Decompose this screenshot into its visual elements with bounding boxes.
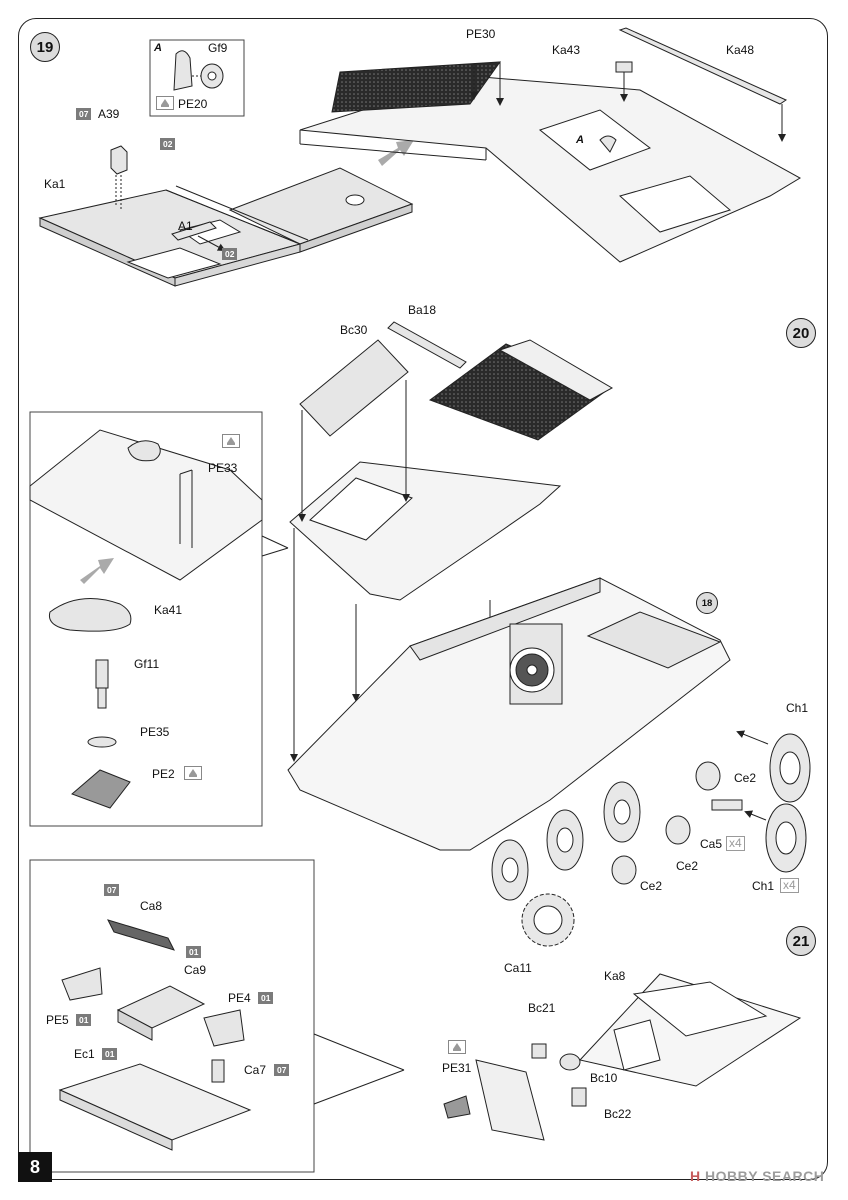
label-ec1: Ec1 [74, 1047, 95, 1061]
colour-tag-pe4: 01 [258, 992, 274, 1004]
part-ch1-top [769, 733, 811, 803]
part-a1 [171, 221, 217, 241]
label-gf11: Gf11 [134, 657, 160, 671]
step-number-19: 19 [30, 32, 60, 62]
part-gf11 [95, 659, 109, 709]
label-ca11: Ca11 [504, 961, 532, 975]
label-pe35: PE35 [140, 725, 170, 739]
part-ec1 [58, 1063, 252, 1151]
part-ca11-sprocket [521, 893, 575, 947]
part-ka43 [615, 61, 633, 73]
part-ka8 [579, 973, 802, 1087]
part-pe4 [203, 1009, 245, 1047]
label-a39: A39 [98, 107, 120, 121]
part-bc21 [531, 1043, 547, 1059]
label-bc30: Bc30 [340, 323, 368, 337]
part-ce2-top [695, 761, 721, 791]
part-ch1-bottom [765, 803, 807, 873]
road-wheel-assembly-1 [603, 781, 641, 843]
page-frame [18, 18, 828, 1180]
part-ca7 [211, 1059, 225, 1083]
step20-deck [289, 339, 614, 601]
label-ch1-bottom: Ch1 [752, 879, 775, 893]
label-pe31: PE31 [442, 1061, 472, 1075]
part-gf9-pe20 [173, 50, 224, 91]
label-ca7: Ca7 [244, 1063, 267, 1077]
photo-etch-icon [222, 434, 240, 448]
colour-tag-ca8: 07 [104, 884, 120, 896]
label-pe33: PE33 [208, 461, 238, 475]
label-pe20: PE20 [178, 97, 208, 111]
part-pe5 [61, 967, 103, 1001]
colour-tag-ca9: 01 [186, 946, 202, 958]
label-bc21: Bc21 [528, 1001, 556, 1015]
colour-tag-rail: 02 [160, 138, 176, 150]
photo-etch-icon [184, 766, 202, 780]
watermark-text: HOBBY SEARCH [705, 1168, 825, 1184]
label-bc10: Bc10 [590, 1071, 618, 1085]
part-ce2-low [611, 855, 637, 885]
label-ce2-mid: Ce2 [676, 859, 699, 873]
label-ka1: Ka1 [44, 177, 66, 191]
inset-deck [29, 429, 263, 581]
label-pe5: PE5 [46, 1013, 69, 1027]
quantity-ch1: x4 [780, 878, 799, 893]
part-pe33 [179, 469, 193, 548]
part-ce2-mid [665, 815, 691, 845]
label-ka8: Ka8 [604, 969, 626, 983]
part-ka1-plate [38, 167, 414, 287]
colour-tag-ca7: 07 [274, 1064, 290, 1076]
colour-tag-ec1: 01 [102, 1048, 118, 1060]
colour-tag-a1: 02 [222, 248, 238, 260]
label-pe30: PE30 [466, 27, 496, 41]
label-a1: A1 [178, 219, 193, 233]
label-ka43: Ka43 [552, 43, 581, 57]
road-wheel-assembly-2 [546, 809, 584, 871]
part-ca9 [116, 985, 206, 1041]
detail-letter-a: A [154, 42, 162, 54]
label-ce2-low: Ce2 [640, 879, 663, 893]
step-number-21: 21 [786, 926, 816, 956]
part-ca8 [107, 919, 175, 951]
part-bc22 [571, 1087, 587, 1107]
step20-hull [287, 577, 731, 851]
part-pe31 [443, 1059, 545, 1141]
photo-etch-icon [156, 96, 174, 110]
part-pe2 [71, 769, 131, 809]
part-a39 [110, 145, 128, 210]
sub-assembly-ref-18: 18 [696, 592, 718, 614]
label-ba18: Ba18 [408, 303, 437, 317]
label-gf9: Gf9 [208, 41, 228, 55]
watermark-brand-mark: H [690, 1168, 701, 1184]
part-ca5 [711, 799, 743, 811]
step-number-20: 20 [786, 318, 816, 348]
part-pe35 [87, 736, 117, 748]
watermark: H HOBBY SEARCH [690, 1168, 824, 1184]
part-ka48 [618, 27, 788, 105]
label-ca5: Ca5 [700, 837, 723, 851]
colour-tag-a39: 07 [76, 108, 92, 120]
label-ka41: Ka41 [154, 603, 183, 617]
label-ca8: Ca8 [140, 899, 163, 913]
part-bc30 [299, 339, 409, 437]
label-ka48: Ka48 [726, 43, 755, 57]
part-ka41 [48, 440, 161, 632]
label-bc22: Bc22 [604, 1107, 632, 1121]
detail-letter-a-marker: A [576, 134, 584, 146]
step19-result [299, 61, 802, 263]
label-ca9: Ca9 [184, 963, 207, 977]
part-a-mount [599, 135, 617, 153]
colour-tag-pe5: 01 [76, 1014, 92, 1026]
label-ch1-top: Ch1 [786, 701, 809, 715]
label-ce2-top: Ce2 [734, 771, 757, 785]
label-pe2: PE2 [152, 767, 175, 781]
part-bc10 [559, 1053, 581, 1071]
page-number: 8 [18, 1152, 52, 1182]
label-pe4: PE4 [228, 991, 251, 1005]
road-wheel-assembly-3 [491, 839, 529, 901]
part-ba18 [387, 321, 467, 369]
photo-etch-icon [448, 1040, 466, 1054]
quantity-ca5: x4 [726, 836, 745, 851]
